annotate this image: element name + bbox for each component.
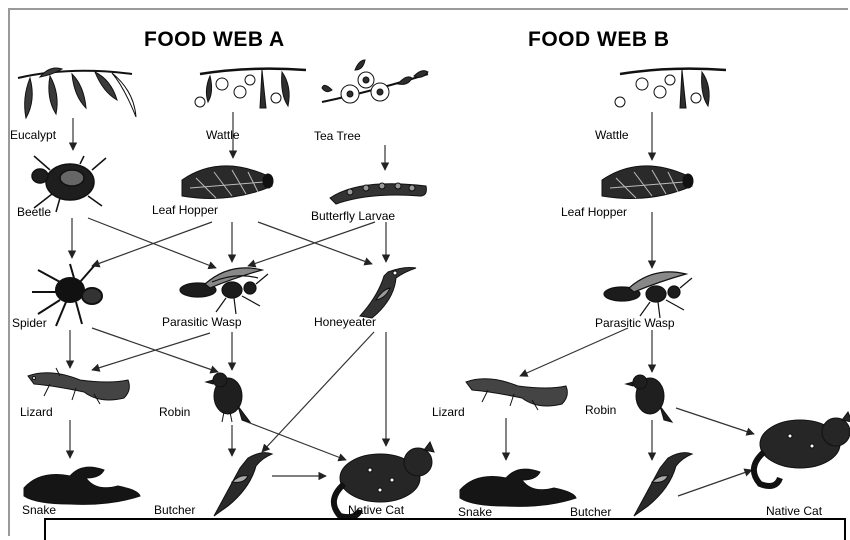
label-spider: Spider bbox=[12, 316, 47, 330]
label-honeyeater: Honeyeater bbox=[314, 315, 376, 329]
b-parasitic-wasp-icon bbox=[604, 272, 692, 318]
lizard-icon bbox=[28, 368, 129, 404]
food-web-a-title: FOOD WEB A bbox=[144, 28, 285, 52]
label-parasitic-wasp: Parasitic Wasp bbox=[162, 315, 242, 329]
tea-tree-icon bbox=[322, 60, 428, 103]
label-eucalypt: Eucalypt bbox=[10, 128, 56, 142]
snake-icon bbox=[24, 467, 140, 504]
eucalypt-icon bbox=[18, 68, 136, 118]
parasitic-wasp-icon bbox=[180, 268, 268, 314]
b-arrow-robin-nativecat bbox=[676, 408, 754, 434]
arrow-larvae-wasp bbox=[248, 222, 375, 266]
robin-icon bbox=[206, 373, 250, 422]
b-label-lizard: Lizard bbox=[432, 405, 465, 419]
label-tea-tree: Tea Tree bbox=[314, 129, 361, 143]
label-wattle: Wattle bbox=[206, 128, 240, 142]
honeyeater-icon bbox=[360, 268, 416, 319]
label-beetle: Beetle bbox=[17, 205, 51, 219]
b-butcher-bird-icon bbox=[634, 453, 692, 516]
label-robin: Robin bbox=[159, 405, 190, 419]
beetle-icon bbox=[32, 156, 106, 212]
label-butterfly-larvae: Butterfly Larvae bbox=[311, 209, 395, 223]
b-label-wattle: Wattle bbox=[595, 128, 629, 142]
butcher-bird-icon bbox=[214, 453, 272, 516]
b-label-native-cat: Native Cat bbox=[766, 504, 822, 518]
label-lizard: Lizard bbox=[20, 405, 53, 419]
b-label-leaf-hopper: Leaf Hopper bbox=[561, 205, 627, 219]
label-snake: Snake bbox=[22, 503, 56, 517]
b-arrow-wasp-lizard bbox=[520, 328, 628, 376]
arrow-wasp-lizard bbox=[92, 333, 210, 370]
leaf-hopper-icon bbox=[182, 166, 273, 199]
b-arrow-butcherbird-nativecat bbox=[678, 470, 752, 496]
b-robin-icon bbox=[626, 375, 672, 422]
label-native-cat: Native Cat bbox=[348, 503, 404, 517]
arrow-honeyeater-butcherbird bbox=[262, 332, 374, 452]
b-snake-icon bbox=[460, 469, 576, 506]
b-label-robin: Robin bbox=[585, 403, 616, 417]
wattle-icon bbox=[195, 69, 306, 108]
b-label-snake: Snake bbox=[458, 505, 492, 519]
label-leaf-hopper: Leaf Hopper bbox=[152, 203, 218, 217]
question-box bbox=[44, 518, 846, 540]
b-label-parasitic-wasp: Parasitic Wasp bbox=[595, 316, 675, 330]
b-native-cat-icon bbox=[754, 412, 850, 486]
food-web-b-title: FOOD WEB B bbox=[528, 28, 670, 52]
b-wattle-icon bbox=[615, 69, 726, 108]
b-lizard-icon bbox=[466, 379, 567, 410]
butterfly-larvae-icon bbox=[330, 183, 426, 204]
b-leaf-hopper-icon bbox=[602, 166, 693, 199]
